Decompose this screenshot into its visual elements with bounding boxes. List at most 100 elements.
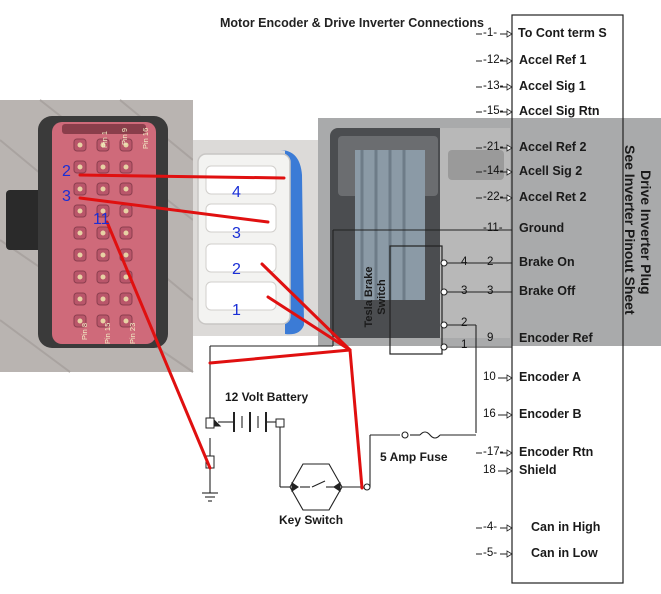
encoder-plug-pin-2: 2 (232, 261, 241, 278)
connector-pin-label: Pin 8 (80, 322, 89, 340)
inverter-plug-block (511, 14, 624, 584)
inverter-pin-label-brake-on: Brake On (519, 255, 575, 269)
inverter-pin-number: 16 (483, 408, 496, 420)
inverter-pin-number: -14- (483, 165, 504, 177)
connector-terminal (100, 252, 106, 258)
inverter-plug-label: Drive Inverter Plug (638, 170, 654, 295)
inverter-pin-label-accel-sig-rtn: Accel Sig Rtn (519, 104, 600, 118)
pin-arrow (506, 168, 513, 176)
inverter-pin-label-encoder-ref: Encoder Ref (519, 331, 593, 345)
brake-switch-pin-3: 3 (461, 285, 468, 297)
brake-switch-label-line1: Tesla Brake (363, 266, 375, 328)
connector-terminal (100, 164, 106, 170)
pin-arrow (506, 467, 513, 475)
inverter-pin-number: -17- (483, 446, 504, 458)
inverter-pin-label-accel-ref-2: Accel Ref 2 (519, 140, 587, 154)
brake-switch-label-line2: Switch (375, 279, 388, 315)
connector-terminal (123, 274, 129, 280)
inverter-pin-number: -22- (483, 191, 504, 203)
callout-11: 11 (93, 211, 110, 228)
pin-arrow (506, 83, 513, 91)
callout-2: 2 (62, 163, 71, 180)
connector-terminal (123, 318, 129, 324)
connector-terminal (100, 318, 106, 324)
inverter-pin-label-accel-ref-1: Accel Ref 1 (519, 53, 587, 67)
inverter-pin-label-accel-sig-1: Accel Sig 1 (519, 79, 586, 93)
connector-pin-label: Pin 23 (128, 322, 137, 344)
inverter-pin-label-brake-off: Brake Off (519, 284, 576, 298)
inverter-pin-label-accel-ret-2: Accel Ret 2 (519, 190, 587, 204)
connector-terminal (77, 252, 83, 258)
inverter-pin-number: -5- (483, 547, 498, 559)
encoder-plug-pin-3: 3 (232, 225, 241, 242)
connector-pin-label: Pin 16 (141, 127, 150, 149)
connector-terminal (77, 274, 83, 280)
connector-pin-label: Pin 15 (103, 322, 112, 344)
connector-terminal (123, 186, 129, 192)
connector-terminal (123, 296, 129, 302)
black-wires (202, 229, 512, 502)
connector-terminal (77, 208, 83, 214)
connector-terminal (100, 274, 106, 280)
key-switch-label: Key Switch (279, 513, 344, 527)
inverter-pin-number: 2 (487, 256, 494, 268)
inverter-pin-label-ground: Ground (519, 221, 565, 235)
pin-arrow (506, 550, 513, 558)
pin-arrow (506, 449, 513, 457)
motor-connector-cavities (73, 138, 133, 328)
red-wires (78, 173, 364, 490)
diagram-title: Motor Encoder & Drive Inverter Connectio… (220, 16, 484, 30)
brake-switch-pin-2: 2 (461, 317, 468, 329)
brake-switch-pin-4: 4 (461, 256, 468, 268)
connector-terminal (100, 186, 106, 192)
connector-terminal (77, 296, 83, 302)
fuse-label: 5 Amp Fuse (380, 450, 448, 464)
inverter-pin-label-encoder-b: Encoder B (519, 407, 582, 421)
inverter-pin-number: 10 (483, 371, 496, 383)
encoder-plug-pin-4: 4 (232, 184, 241, 201)
connector-terminal (77, 186, 83, 192)
inverter-pin-label-can-in-high: Can in High (531, 520, 601, 534)
inverter-pin-label-shield: Shield (519, 463, 557, 477)
pin-arrow (506, 194, 513, 202)
inverter-pin-label-acell-sig-2: Acell Sig 2 (519, 164, 583, 178)
inverter-pin-number: 9 (487, 332, 494, 344)
inverter-pin-number: 18 (483, 464, 496, 476)
key-switch-symbol (289, 463, 343, 511)
connector-terminal (123, 208, 129, 214)
connector-terminal (77, 318, 83, 324)
inverter-pin-number: -12- (483, 54, 504, 66)
inverter-pin-number: -4- (483, 521, 498, 533)
connector-terminal (77, 164, 83, 170)
connector-terminal (100, 142, 106, 148)
brake-switch-wiring (440, 259, 512, 433)
connector-terminal (123, 142, 129, 148)
brake-switch-label: Tesla Brake Switch (363, 247, 388, 347)
pin-arrow (506, 108, 513, 116)
connector-pin-label: Pin 9 (120, 127, 129, 145)
connector-pin-label: Pin 1 (100, 130, 109, 148)
pin-arrow (506, 411, 513, 419)
inverter-pin-number: -15- (483, 105, 504, 117)
brake-switch-pin-1: 1 (461, 339, 468, 351)
battery-label: 12 Volt Battery (225, 390, 309, 404)
brake-switch-block (389, 245, 443, 355)
connector-terminal (100, 230, 106, 236)
connector-terminal (77, 230, 83, 236)
connector-terminal (100, 296, 106, 302)
pin-arrow (506, 57, 513, 65)
inverter-pin-label-to-cont-term-s: To Cont term S (518, 26, 607, 40)
connector-terminal (123, 230, 129, 236)
inverter-pin-label-encoder-a: Encoder A (519, 370, 582, 384)
connector-terminal (123, 164, 129, 170)
encoder-plug-photo (193, 140, 318, 336)
inverter-pin-number: -11- (483, 222, 503, 234)
pin-leaders (476, 30, 513, 558)
inverter-pin-label-encoder-rtn: Encoder Rtn (519, 445, 594, 459)
inverter-plug-photo (318, 118, 661, 346)
inverter-sheet-label: See Inverter Pinout Sheet (622, 145, 638, 315)
inverter-pin-number: -1- (483, 27, 498, 39)
pin-arrow (506, 30, 513, 38)
